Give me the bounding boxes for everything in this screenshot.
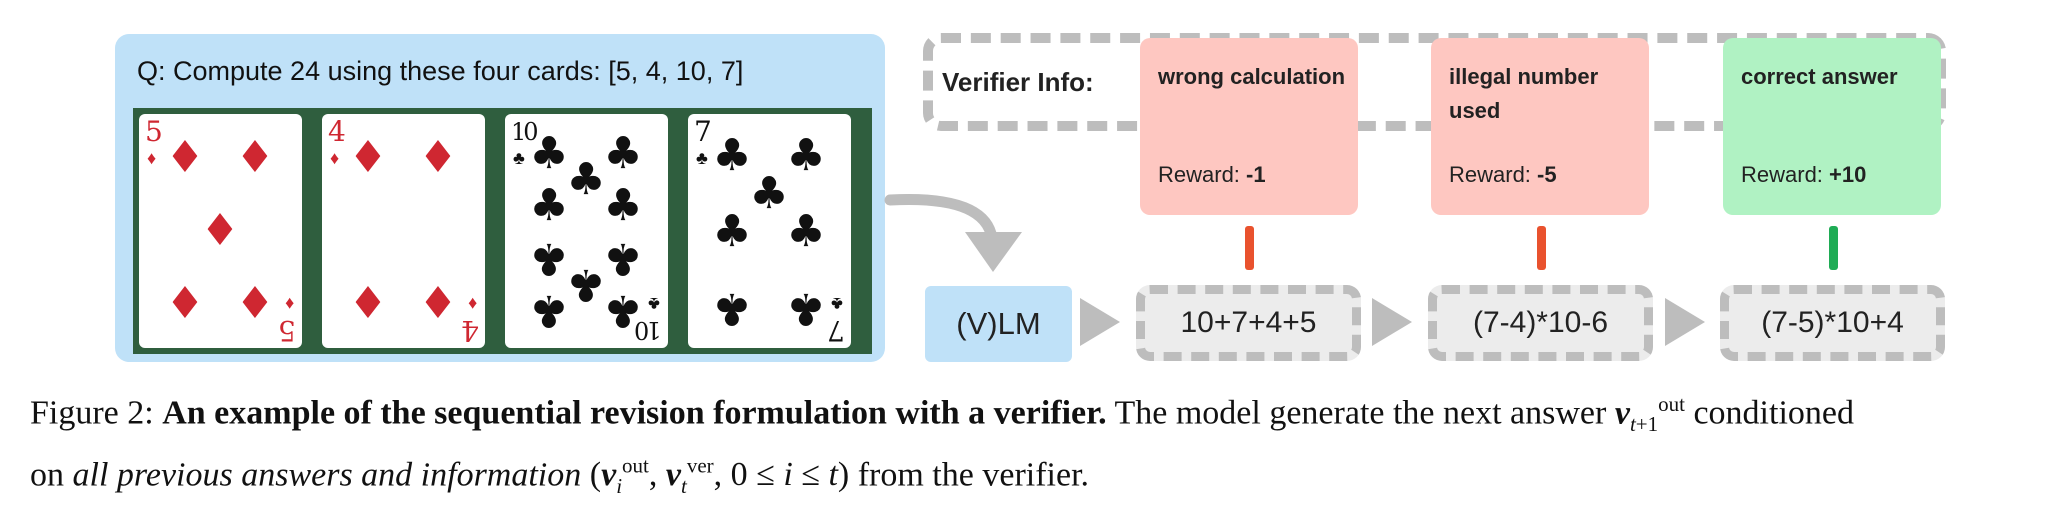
club-icon: ♣ [786, 130, 826, 181]
answer-box-2: (7-4)*10-6 [1428, 285, 1653, 361]
figure-label: Figure 2: [30, 394, 154, 432]
verifier-card-illegal-number: illegal number used Reward: -5 [1431, 38, 1649, 215]
card-rank: 4 [328, 115, 346, 148]
math-expression: (viout, vtver, 0 ≤ i ≤ t) [589, 454, 850, 499]
playing-card-10-clubs: 10 ♣ 10 ♣ ♣ ♣ ♣ ♣ ♣ ♣ ♣ ♣ ♣ ♣ [505, 114, 668, 348]
connector-line [1537, 226, 1546, 270]
caption-italic: all previous answers and information [72, 456, 582, 494]
playing-card-4-diamonds: 4 ♦ 4 ♦ ♦ ♦ ♦ ♦ [322, 114, 485, 348]
verifier-card-reward: Reward: -1 [1158, 162, 1266, 187]
caption-text: conditioned [1693, 394, 1854, 432]
verifier-card-title: wrong calculation [1158, 64, 1346, 89]
card-rank: 5 [145, 115, 163, 148]
connector-line [1245, 226, 1254, 270]
figure-caption: Figure 2: An example of the sequential r… [30, 392, 1854, 499]
diamond-icon: ♦ [418, 132, 458, 183]
verifier-info-label: Verifier Info: [942, 67, 1094, 97]
club-icon: ♣ [786, 206, 826, 257]
verifier-card-title: correct answer [1741, 64, 1898, 89]
club-icon: ♣ [603, 128, 643, 179]
flow-arrows [1080, 298, 1705, 346]
diamond-icon: ♦ [348, 278, 388, 329]
answer-box-1: 10+7+4+5 [1136, 285, 1361, 361]
model-box: (V)LM [925, 286, 1072, 362]
diamond-icon: ♦ [235, 132, 275, 183]
club-icon: ♣ [566, 154, 606, 205]
playing-card-7-clubs: 7 ♣ 7 ♣ ♣ ♣ ♣ ♣ ♣ ♣ ♣ [688, 114, 851, 348]
club-icon: ♣ [712, 130, 752, 181]
diamond-icon: ♦ [147, 148, 157, 168]
caption-text: from the verifier. [857, 456, 1090, 494]
caption-text: on [30, 456, 64, 494]
club-icon: ♣ [712, 206, 752, 257]
verifier-card-title: illegal number used [1449, 64, 1599, 123]
question-text: Q: Compute 24 using these four cards: [5… [137, 56, 744, 86]
club-icon: ♣ [529, 128, 569, 179]
connector-line [1829, 226, 1838, 270]
diamond-icon: ♦ [330, 148, 340, 168]
club-icon: ♣ [749, 168, 789, 219]
verifier-card-correct-answer: correct answer Reward: +10 [1723, 38, 1941, 215]
card-rank: 10 [511, 118, 538, 146]
verifier-card-wrong-calculation: wrong calculation Reward: -1 [1140, 38, 1358, 215]
diamond-icon: ♦ [165, 278, 205, 329]
diamond-icon: ♦ [165, 132, 205, 183]
playing-card-5-diamonds: 5 ♦ 5 ♦ ♦ ♦ ♦ ♦ ♦ [139, 114, 302, 348]
diamond-icon: ♦ [235, 278, 275, 329]
club-icon: ♣ [696, 148, 708, 168]
card-row: 5 ♦ 5 ♦ ♦ ♦ ♦ ♦ ♦ 4 ♦ 4 ♦ ♦ ♦ ♦ ♦ 10 ♣ 1… [133, 108, 872, 354]
curved-arrow [884, 194, 1022, 272]
verifier-card-reward: Reward: +10 [1741, 162, 1867, 187]
answer-box-3: (7-5)*10+4 [1720, 285, 1945, 361]
diamond-icon: ♦ [200, 205, 240, 256]
card-rank: 7 [694, 115, 712, 148]
club-icon: ♣ [603, 180, 643, 231]
caption-title: An example of the sequential revision fo… [162, 394, 1107, 432]
club-icon: ♣ [529, 180, 569, 231]
diamond-icon: ♦ [418, 278, 458, 329]
club-icon: ♣ [513, 148, 525, 168]
caption-text: The model generate the next answer [1114, 394, 1607, 432]
diamond-icon: ♦ [348, 132, 388, 183]
math-expression: v [1614, 394, 1630, 432]
verifier-card-reward: Reward: -5 [1449, 162, 1557, 187]
